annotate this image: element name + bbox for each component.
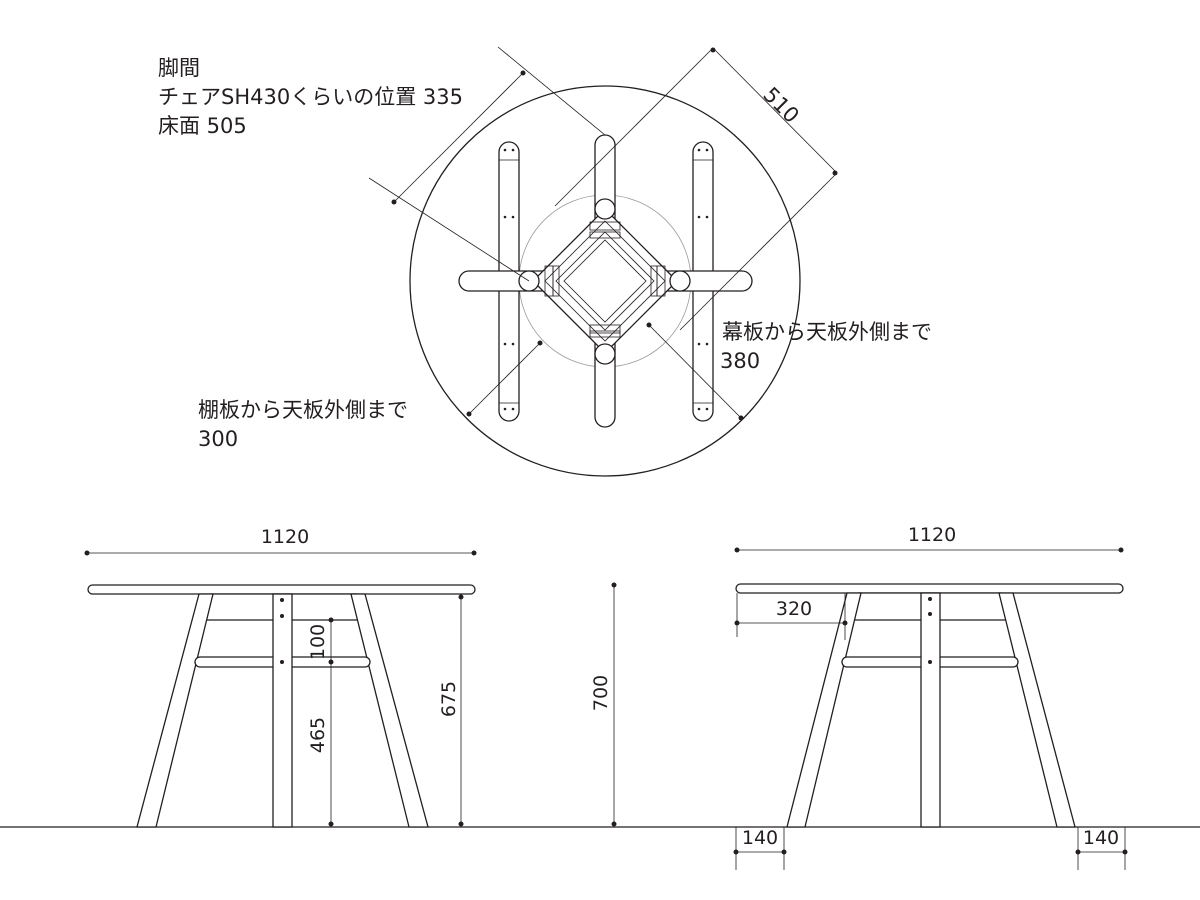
side-leg-left — [786, 592, 862, 828]
top-width-dimension — [554, 47, 838, 331]
foot-right-label: 140 — [1083, 827, 1119, 849]
leg-height-label: 675 — [438, 681, 460, 717]
leg-spacing-chair: チェアSH430くらいの位置 335 — [158, 85, 463, 109]
apron-to-edge-value: 380 — [720, 349, 760, 373]
leg-height-dimension — [458, 594, 464, 827]
rail-screws — [503, 148, 709, 411]
leg-right — [669, 270, 691, 292]
leg-spacing-dimension — [368, 46, 606, 282]
side-view: 1120 320 1 — [733, 524, 1128, 870]
apron-to-edge-label: 幕板から天板外側まで — [722, 320, 932, 344]
leg-spacing-floor: 床面 505 — [158, 114, 247, 138]
front-leg-center — [272, 593, 293, 828]
overhang-label: 320 — [776, 598, 812, 620]
front-leg-left — [136, 593, 214, 828]
overhang-dimension — [734, 593, 848, 640]
front-leg-right — [350, 593, 429, 828]
foot-right-dimension — [1075, 827, 1128, 870]
shelf-leader — [466, 340, 543, 417]
front-view: 1120 100 465 — [84, 526, 617, 828]
tabletop-outline — [409, 85, 801, 477]
shelf-to-edge-value: 300 — [198, 427, 238, 451]
leg-top — [594, 198, 616, 220]
dim-top-width-label: 510 — [758, 83, 803, 128]
shelf-height-label: 465 — [307, 717, 329, 753]
front-tabletop — [87, 584, 476, 595]
front-width-dimension — [84, 550, 477, 556]
shelf-gap-label: 100 — [307, 624, 329, 660]
side-width-dimension — [734, 547, 1124, 553]
side-width-label: 1120 — [908, 524, 956, 546]
side-leg-right — [998, 592, 1076, 828]
shelf-height-dimension — [328, 662, 334, 827]
apron-leader — [646, 322, 744, 421]
foot-left-dimension — [733, 827, 787, 870]
front-width-label: 1120 — [261, 526, 309, 548]
foot-left-label: 140 — [742, 827, 778, 849]
total-height-dimension — [611, 582, 617, 827]
side-leg-center — [920, 592, 941, 828]
shelf-to-edge-label: 棚板から天板外側まで — [198, 398, 408, 422]
total-height-label: 700 — [590, 675, 612, 711]
leg-spacing-heading: 脚間 — [158, 56, 200, 80]
shelf-gap-dimension — [328, 617, 334, 665]
leg-bottom — [594, 343, 616, 365]
side-tabletop — [735, 583, 1124, 594]
plan-view: 脚間 チェアSH430くらいの位置 335 床面 505 510 幕板から天板外… — [158, 46, 932, 477]
